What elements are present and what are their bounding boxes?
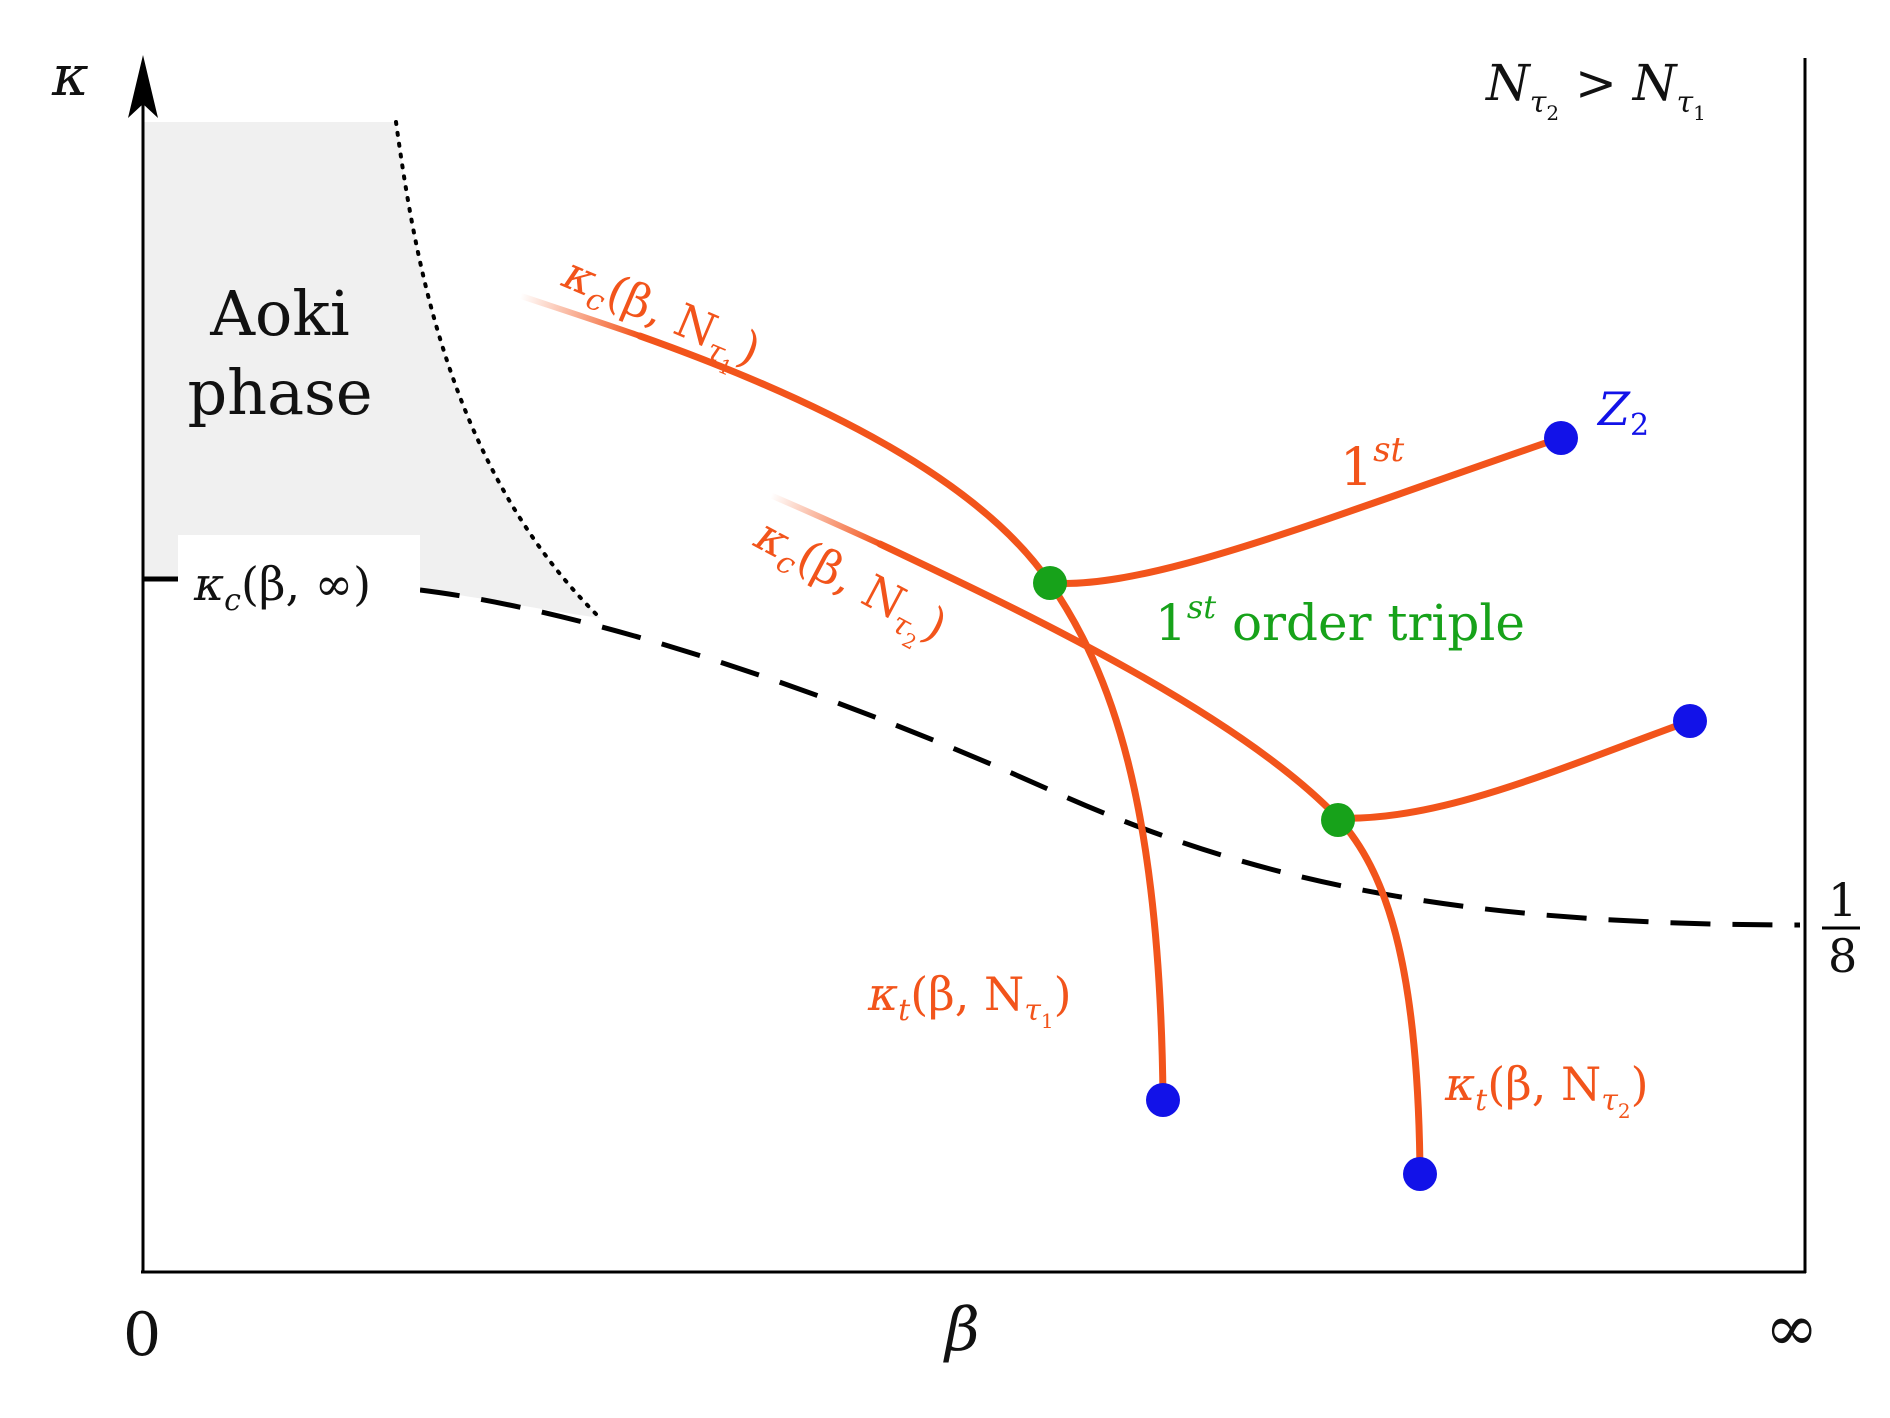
x-axis-label: β: [943, 1295, 980, 1365]
triple-label: 1st order triple: [1155, 588, 1525, 652]
aoki-boundary-dotted: [394, 120, 602, 620]
kappa-c-N2-fade-segment: [768, 492, 882, 547]
z2-endpoint-kappa-t-N1: [1146, 1083, 1180, 1117]
z2-endpoint-first-order-N2: [1673, 704, 1707, 738]
kappa-c-N1-curve: [636, 332, 1167, 1102]
kappa-c-N1-fade-segment: [517, 292, 641, 339]
triple-point-N2: [1321, 803, 1355, 837]
first-order-label: 1st: [1340, 430, 1405, 498]
triple-point-N1: [1033, 566, 1067, 600]
aoki-label-line2: phase: [187, 356, 372, 429]
corner-label: Nτ2 > Nτ1: [1485, 54, 1706, 125]
y-ref-denominator: 8: [1828, 929, 1857, 983]
first-order-line-N1: [1046, 434, 1564, 587]
kappa-c-infinity-label: κc(β, ∞): [193, 557, 371, 618]
first-order-line-N2: [1334, 717, 1694, 822]
aoki-label-line1: Aoki: [209, 277, 350, 350]
aoki-phase-region: [143, 122, 600, 618]
z2-label: Z2: [1596, 382, 1649, 443]
kappa-c-N2-curve: [876, 540, 1424, 1176]
z2-endpoint-kappa-t-N2: [1403, 1157, 1437, 1191]
y-ref-numerator: 1: [1828, 873, 1857, 927]
y-axis-arrow-icon: [128, 55, 158, 118]
kappa-t-N1-label: κt(β, Nτ1): [867, 967, 1072, 1033]
kappa-c-infinity-dashed-line: [143, 576, 1801, 928]
x-axis-max-label: ∞: [1765, 1292, 1818, 1366]
kappa-c-infinity-label-bg: [178, 535, 420, 615]
z2-endpoint-first-order-N1: [1544, 421, 1578, 455]
y-axis-label: κ: [51, 44, 89, 109]
x-axis-min-label: 0: [123, 1300, 161, 1370]
kappa-t-N2-label: κt(β, Nτ2): [1444, 1057, 1649, 1123]
